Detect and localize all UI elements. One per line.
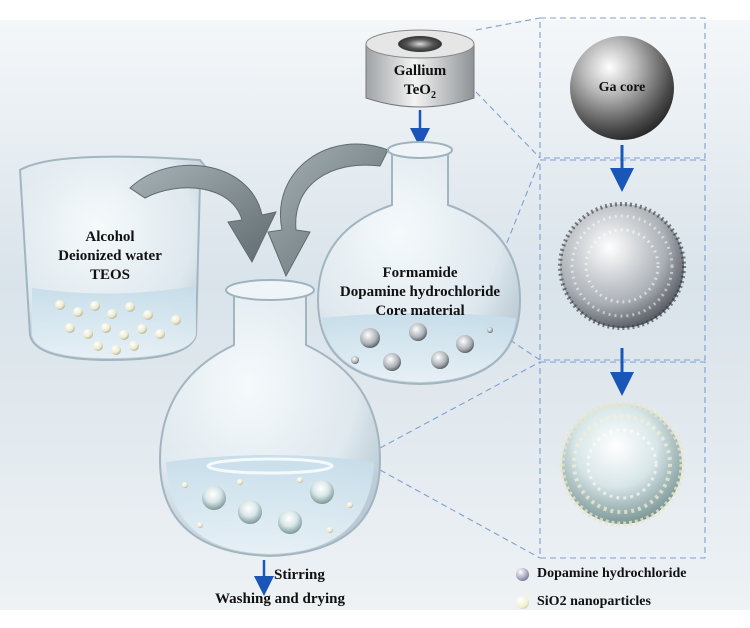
- beaker-line1: Alcohol: [85, 229, 135, 245]
- legend-item-dopamine: Dopamine hydrochloride: [516, 566, 686, 582]
- beaker-teos-particles: [55, 300, 181, 355]
- legend-item-sio2: SiO2 nanoparticles: [516, 594, 651, 610]
- beaker-line3: TEOS: [89, 267, 131, 283]
- beaker-line2: Deionized water: [58, 248, 162, 264]
- washing-label: Washing and drying: [214, 591, 346, 607]
- crucible-line2-base: TeO: [404, 82, 431, 98]
- dopamine-dot-icon: [516, 567, 529, 581]
- crucible-line2-sub: 2: [430, 90, 436, 101]
- ga-core-label: Ga core: [598, 80, 646, 95]
- core-clusters-small-flask: [351, 323, 493, 371]
- legend-sio2-label: SiO2 nanoparticles: [537, 594, 651, 609]
- legend-dopamine-label: Dopamine hydrochloride: [537, 566, 687, 581]
- dashed-connector-lines: [379, 17, 706, 559]
- small-flask-line3: Core material: [375, 303, 465, 319]
- big-flask: [158, 279, 382, 558]
- core-clusters-big-flask: [182, 477, 353, 534]
- dopamine-coated-sphere: [558, 202, 686, 330]
- sio2-dot-icon: [516, 595, 529, 609]
- small-flask-line1: Formamide: [382, 265, 458, 281]
- crucible-line1: Gallium: [393, 63, 447, 79]
- beaker: [18, 155, 216, 362]
- small-flask-label: Formamide Dopamine hydrochloride Core ma…: [318, 264, 522, 321]
- silica-coated-sphere: [559, 401, 685, 527]
- stirring-label: Stirring: [274, 567, 325, 583]
- crucible-label: Gallium TeO2: [380, 62, 460, 105]
- curved-arrow-right: [267, 143, 389, 278]
- crucible: [365, 29, 475, 108]
- ga-core-sphere: [570, 36, 674, 140]
- small-flask: [316, 141, 522, 386]
- curved-arrow-left: [129, 164, 277, 264]
- small-flask-line2: Dopamine hydrochloride: [339, 284, 501, 300]
- crucible-line2: TeO2: [380, 81, 460, 105]
- beaker-label: Alcohol Deionized water TEOS: [30, 228, 190, 285]
